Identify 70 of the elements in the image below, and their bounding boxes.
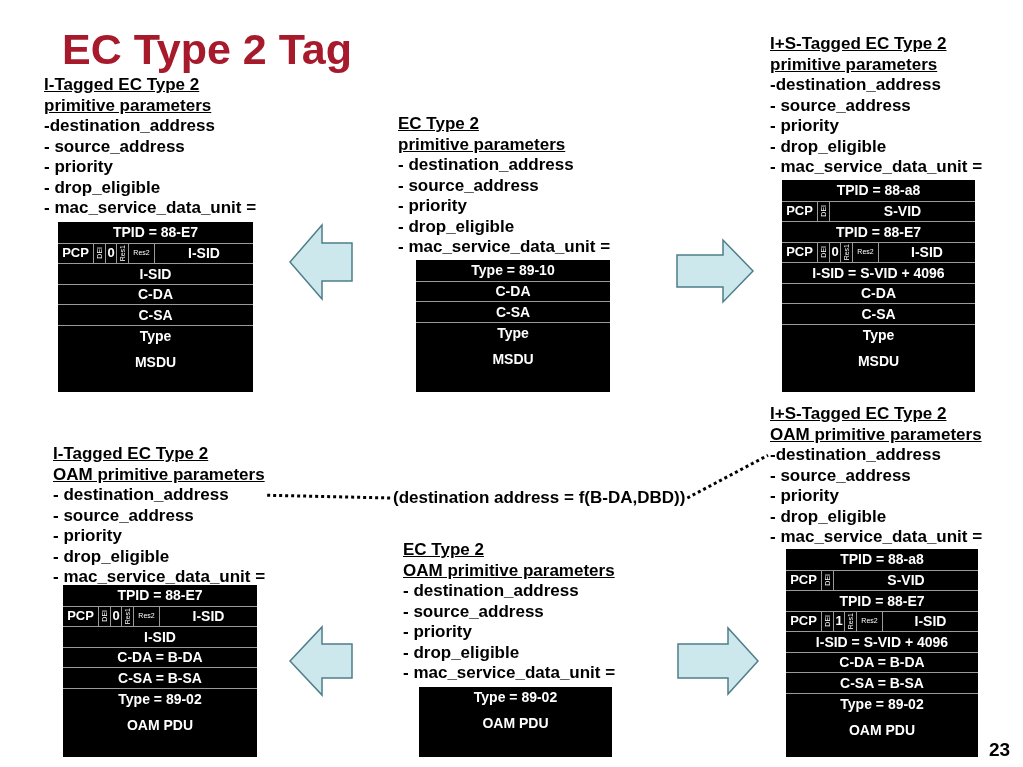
heading-text: EC Type 2 xyxy=(398,114,479,135)
heading-text: EC Type 2 xyxy=(403,540,484,561)
parameter-item: - mac_service_data_unit = xyxy=(44,198,257,219)
heading-text: I-Tagged EC Type 2 xyxy=(44,75,200,96)
parameter-item: - mac_service_data_unit = xyxy=(403,663,616,684)
heading-text: I+S-Tagged EC Type 2 xyxy=(770,34,947,55)
parameter-item: - priority xyxy=(398,196,467,217)
heading-text: OAM primitive parameters xyxy=(403,560,615,581)
dotted-line xyxy=(686,453,769,500)
frame-field: S-VID xyxy=(829,200,975,221)
parameter-item: - destination_address xyxy=(398,155,574,176)
block-arrow xyxy=(288,625,353,697)
heading-text: OAM primitive parameters xyxy=(770,424,982,445)
field-label: Type = 89-02 xyxy=(473,688,558,706)
parameter-item: - mac_service_data_unit = xyxy=(770,527,983,548)
parameter-item: -destination_address xyxy=(770,75,941,96)
frame-field: I-SID xyxy=(882,610,978,631)
parameter-item: - priority xyxy=(770,116,839,137)
parameter-item: - priority xyxy=(44,157,113,178)
field-label: Type xyxy=(497,323,529,342)
field-label: Type xyxy=(139,326,172,345)
parameter-item: - drop_eligible xyxy=(53,546,170,567)
block-arrow xyxy=(676,238,755,304)
parameter-item: - source_address xyxy=(398,175,539,196)
parameter-item: - source_address xyxy=(770,95,911,116)
frame-field: I-SID xyxy=(154,242,253,263)
parameter-item: - drop_eligible xyxy=(44,177,161,198)
field-label: OAM PDU xyxy=(848,720,916,739)
heading-text: OAM primitive parameters xyxy=(53,464,265,485)
field-label: OAM PDU xyxy=(482,714,549,732)
parameter-item: -destination_address xyxy=(44,116,215,137)
parameter-item: - drop_eligible xyxy=(770,136,887,157)
frame-format-table xyxy=(58,222,253,392)
field-label: MSDU xyxy=(492,349,534,368)
field-label: Type xyxy=(862,325,895,344)
dotted-line xyxy=(267,493,392,500)
page-number: 23 xyxy=(989,740,1011,760)
parameter-item: - mac_service_data_unit = xyxy=(53,567,266,588)
block-arrow xyxy=(677,626,759,696)
heading-text: I-Tagged EC Type 2 xyxy=(53,444,209,465)
frame-field: S-VID xyxy=(833,569,978,590)
heading-text: primitive parameters xyxy=(770,54,938,75)
parameter-item: -destination_address xyxy=(770,445,941,466)
parameter-item: - mac_service_data_unit = xyxy=(398,237,611,258)
frame-field: I-SID xyxy=(878,241,975,262)
parameter-item: - source_address xyxy=(403,601,544,622)
field-label: MSDU xyxy=(134,352,177,371)
parameter-item: - source_address xyxy=(44,136,185,157)
parameter-item: - priority xyxy=(53,526,122,547)
parameter-item: - mac_service_data_unit = xyxy=(770,157,983,178)
slide-title: EC Type 2 Tag xyxy=(62,27,352,71)
heading-text: primitive parameters xyxy=(398,134,566,155)
parameter-item: - destination_address xyxy=(403,581,579,602)
parameter-item: - source_address xyxy=(770,465,911,486)
frame-field: I-SID xyxy=(159,605,257,626)
formula-text: (destination address = f(B-DA,DBD)) xyxy=(393,488,686,508)
field-label: MSDU xyxy=(857,351,900,370)
parameter-item: - destination_address xyxy=(53,485,229,506)
parameter-item: - drop_eligible xyxy=(403,642,520,663)
parameter-item: - source_address xyxy=(53,505,194,526)
parameter-item: - drop_eligible xyxy=(770,506,887,527)
heading-text: primitive parameters xyxy=(44,95,212,116)
field-label: OAM PDU xyxy=(126,715,194,734)
field-label: Type = 89-02 xyxy=(840,694,924,713)
parameter-item: - priority xyxy=(403,622,472,643)
parameter-item: - priority xyxy=(770,486,839,507)
heading-text: I+S-Tagged EC Type 2 xyxy=(770,404,947,425)
frame-format-table xyxy=(419,687,612,757)
parameter-item: - drop_eligible xyxy=(398,216,515,237)
field-label: Type = 89-02 xyxy=(118,689,202,708)
